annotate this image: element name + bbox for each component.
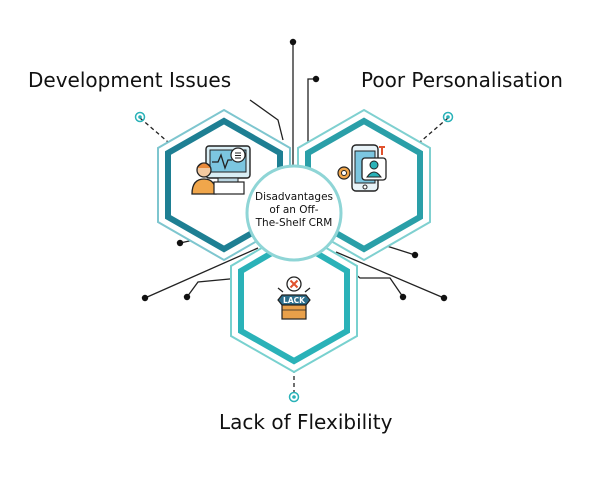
connector-dot [440, 294, 448, 302]
dashed-leaders [139, 117, 449, 393]
lack-sign-icon: LACK [277, 276, 311, 320]
connector-right-down [335, 251, 445, 299]
connector-dot [411, 251, 419, 259]
center-circle [245, 164, 343, 262]
center-node [245, 164, 343, 262]
smartphone-user-profile-icon [337, 144, 387, 192]
lack-sign-text: LACK [283, 296, 306, 305]
developer-at-computer-icon [191, 145, 251, 195]
connector-dot [183, 293, 191, 301]
leader-left [139, 117, 169, 143]
connector-left-upper [249, 99, 284, 141]
label-poor-personalisation: Poor Personalisation [361, 68, 563, 92]
connector-left-down [144, 247, 259, 299]
leader-dot-bottom [288, 391, 300, 403]
leader-dot-bottom-core [292, 395, 296, 399]
leader-dot-left-core [138, 115, 142, 119]
label-lack-of-flexibility: Lack of Flexibility [219, 410, 393, 434]
connector-dot [289, 38, 297, 46]
connector-dot [312, 75, 320, 83]
connector-dot [399, 293, 407, 301]
center-title-line: The-Shelf CRM [255, 217, 333, 229]
leader-right [419, 117, 449, 143]
connector-dot [141, 294, 149, 302]
center-title-line: Disadvantages [254, 191, 334, 203]
connector-dot [176, 239, 184, 247]
center-title-line: of an Off- [269, 204, 319, 216]
leader-dot-right-core [446, 115, 450, 119]
leader-dot-right [442, 111, 454, 123]
label-development-issues: Development Issues [28, 68, 232, 92]
center-title: Disadvantages of an Off- The-Shelf CRM [246, 191, 342, 230]
leader-end-dots [134, 111, 454, 403]
leader-dot-left [134, 111, 146, 123]
